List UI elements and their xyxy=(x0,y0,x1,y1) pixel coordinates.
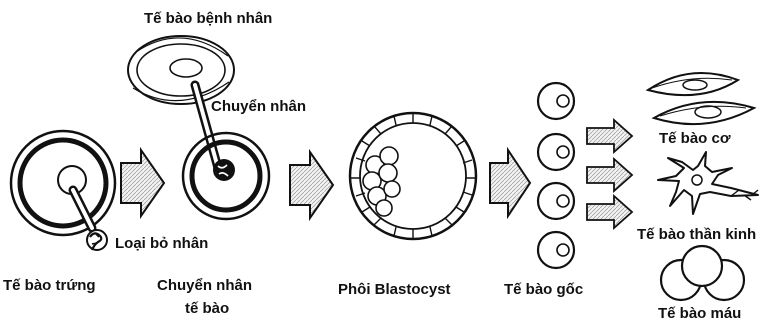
stem-cell xyxy=(538,134,574,170)
stem-cells-label: Tế bào gốc xyxy=(504,281,583,298)
donor-nucleus-icon xyxy=(213,159,235,181)
patient-cell xyxy=(128,36,234,104)
removed-nucleus-icon xyxy=(87,230,107,250)
stage-arrow-icon xyxy=(490,150,530,216)
stage-arrow-icon xyxy=(587,159,632,191)
nerve-cell-icon xyxy=(658,152,758,214)
egg-cell-label: Tế bào trứng xyxy=(3,277,96,294)
stem-cell xyxy=(538,183,574,219)
muscle-cells-label: Tế bào cơ xyxy=(659,130,731,147)
stem-cell xyxy=(538,232,574,268)
cell-nuclear-transfer-label-2: tế bào xyxy=(185,300,229,317)
stage-arrow-icon xyxy=(290,152,333,218)
nucleus-transfer-label: Chuyển nhân xyxy=(211,98,306,115)
blood-cells-icon xyxy=(661,246,744,300)
patient-cell-label: Tế bào bệnh nhân xyxy=(144,10,272,27)
remove-nucleus-label: Loại bỏ nhân xyxy=(115,235,208,252)
blastocyst-label: Phôi Blastocyst xyxy=(338,281,451,298)
stage-arrow-icon xyxy=(121,150,164,216)
egg-cell xyxy=(11,131,115,235)
muscle-cell-icon xyxy=(648,73,754,124)
cell-nuclear-transfer-label-1: Chuyển nhân xyxy=(157,277,252,294)
stem-cell xyxy=(538,83,574,119)
stage-arrow-icon xyxy=(587,120,632,152)
nerve-cells-label: Tế bào thần kinh xyxy=(637,226,756,243)
stage-arrow-icon xyxy=(587,196,632,228)
blood-cells-label: Tế bào máu xyxy=(658,305,741,322)
